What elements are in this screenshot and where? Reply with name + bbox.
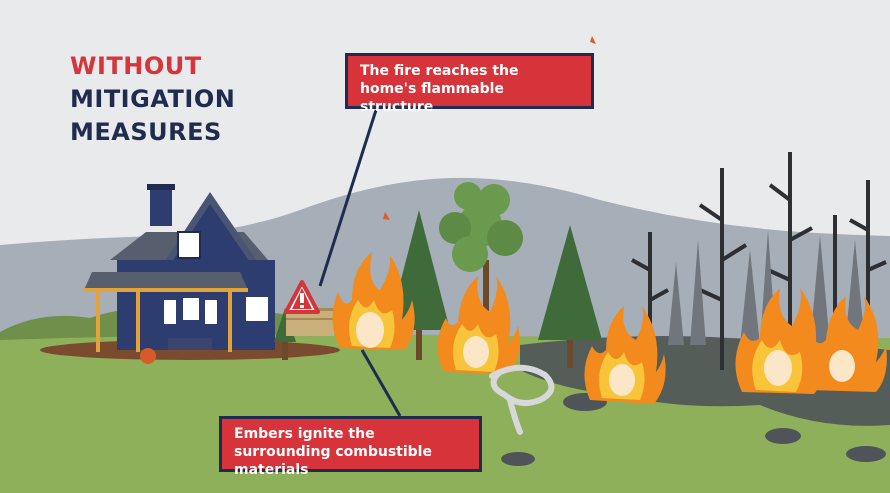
porch-steps <box>168 338 212 350</box>
ash-patch <box>765 428 801 444</box>
callout-embers-ignite: Embers ignite the surrounding combustibl… <box>219 416 482 478</box>
window <box>205 300 217 324</box>
callout-fire-reaches-home: The fire reaches the home's flammable st… <box>345 53 594 115</box>
flame <box>437 276 520 374</box>
window <box>183 298 199 320</box>
ember-spark <box>590 36 596 44</box>
title-line-without: WITHOUT <box>70 52 202 80</box>
flame <box>584 306 666 404</box>
ash-patch <box>501 452 535 466</box>
pine-tree <box>388 210 450 360</box>
callout-pointer-top <box>318 109 378 287</box>
smoke-swirl <box>489 364 555 435</box>
house <box>40 184 340 364</box>
ember-spark <box>383 212 390 220</box>
deciduous-tree <box>439 182 523 360</box>
flame <box>803 296 887 392</box>
flame <box>332 252 415 350</box>
window <box>164 300 176 324</box>
callout-pointer-bottom <box>360 349 402 417</box>
pine-tree <box>538 225 602 368</box>
burnt-forest <box>668 230 865 345</box>
title-line-mitigation: MITIGATION <box>70 85 236 113</box>
porch-roof <box>84 272 248 290</box>
ash-patch <box>846 446 886 462</box>
scenario-title: WITHOUT MITIGATION MEASURES <box>70 50 235 149</box>
chimney <box>150 186 172 226</box>
title-line-measures: MEASURES <box>70 118 222 146</box>
warning-icon <box>284 280 320 314</box>
window <box>246 297 268 321</box>
window <box>177 231 201 259</box>
flower-bed <box>140 348 156 364</box>
